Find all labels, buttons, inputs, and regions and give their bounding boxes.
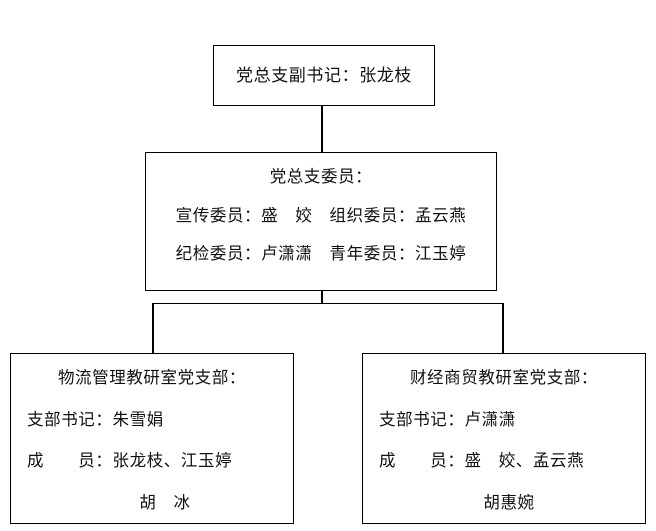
finance-trade-branch-members-overflow: 胡惠婉	[483, 492, 535, 512]
finance-trade-branch-secretary: 支部书记：卢潇潇	[379, 409, 516, 429]
connector-drop-left-branch	[152, 302, 154, 354]
committee-row-publicity-organization: 宣传委员：盛 姣 组织委员：孟云燕	[175, 205, 467, 225]
connector-committee-stub	[321, 290, 323, 304]
committee-heading: 党总支委员：	[269, 167, 373, 186]
connector-drop-right-branch	[502, 302, 504, 354]
node-party-committee-members: 党总支委员： 宣传委员：盛 姣 组织委员：孟云燕 纪检委员：卢潇潇 青年委员：江…	[145, 152, 497, 291]
connector-horizontal-bar	[152, 302, 504, 304]
logistics-branch-secretary: 支部书记：朱雪娟	[27, 409, 164, 429]
node-finance-trade-branch: 财经商贸教研室党支部： 支部书记：卢潇潇 成 员：盛 姣、孟云燕 胡惠婉	[362, 353, 646, 524]
finance-trade-branch-title: 财经商贸教研室党支部：	[409, 368, 599, 387]
logistics-branch-members-overflow: 胡 冰	[139, 492, 191, 512]
deputy-secretary-title: 党总支副书记：张龙枝	[236, 66, 412, 85]
node-deputy-secretary: 党总支副书记：张龙枝	[213, 45, 435, 106]
finance-trade-branch-members: 成 员：盛 姣、孟云燕	[379, 451, 585, 470]
connector-top-to-committee	[321, 105, 323, 153]
logistics-branch-members: 成 员：张龙枝、江玉婷	[27, 451, 233, 470]
committee-row-discipline-youth: 纪检委员：卢潇潇 青年委员：江玉婷	[175, 244, 467, 263]
node-logistics-branch: 物流管理教研室党支部： 支部书记：朱雪娟 成 员：张龙枝、江玉婷 胡 冰	[10, 353, 294, 524]
logistics-branch-title: 物流管理教研室党支部：	[57, 368, 247, 387]
